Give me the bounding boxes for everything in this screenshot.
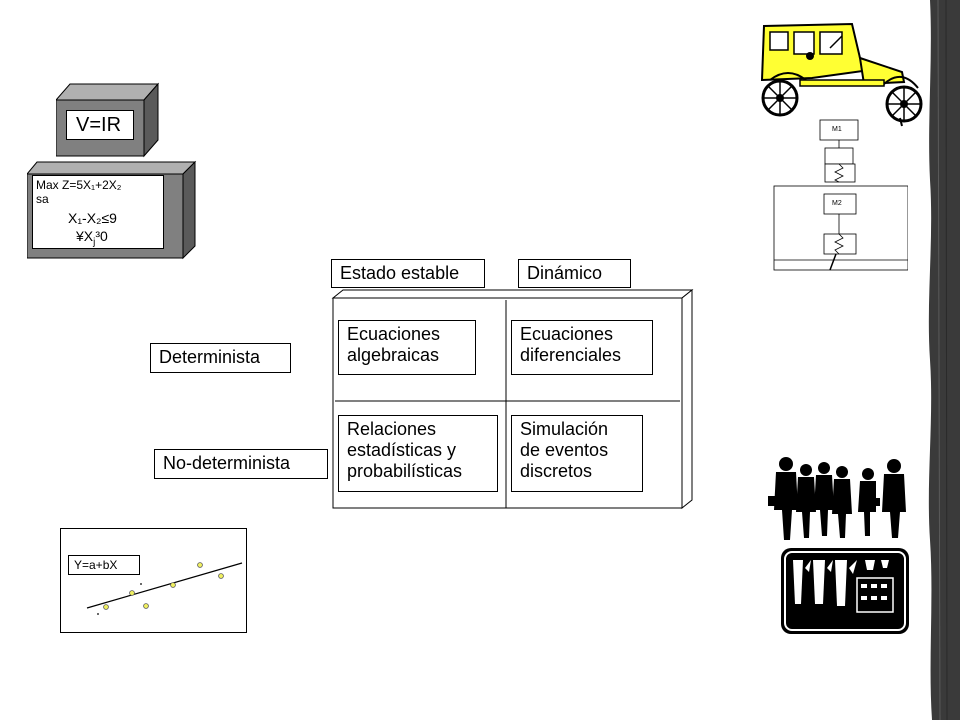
cell-statistical-line3: probabilísticas	[347, 461, 463, 481]
cell-discrete-event-simulation: Simulación de eventos discretos	[511, 415, 643, 492]
cell-differential-line1: Ecuaciones	[520, 324, 614, 344]
cell-differential-equations: Ecuaciones diferenciales	[511, 320, 653, 375]
regression-equation: Y=a+bX	[74, 558, 118, 572]
spring-mass-m1: M1	[832, 126, 842, 133]
regression-scatter	[86, 562, 243, 615]
scatter-point	[97, 613, 99, 615]
factory-icon	[781, 548, 909, 634]
people-silhouettes-icon	[768, 457, 906, 540]
cell-statistical-line1: Relaciones	[347, 419, 437, 439]
decorative-brush-edge	[928, 0, 960, 720]
regression-line	[86, 562, 243, 609]
scatter-point	[140, 583, 142, 585]
header-steady-state: Estado estable	[331, 259, 485, 288]
cell-algebraic-equations: Ecuaciones algebraicas	[338, 320, 476, 375]
scatter-point	[143, 603, 149, 609]
lp-nonneg-suffix: ³0	[95, 228, 108, 244]
row-deterministic: Determinista	[150, 343, 291, 373]
car-wheel-rear	[761, 79, 799, 117]
scatter-point	[218, 573, 224, 579]
cell-differential-line2: diferenciales	[520, 345, 622, 365]
car-wheel-front	[885, 85, 923, 123]
cell-algebraic-line1: Ecuaciones	[347, 324, 441, 344]
cell-algebraic-line2: algebraicas	[347, 345, 440, 365]
ohms-law-label-box	[66, 110, 134, 140]
scatter-point	[197, 562, 203, 568]
lp-constraint: X₁-X₂≤9	[68, 210, 117, 226]
header-dynamic: Dinámico	[518, 259, 631, 288]
ohms-law-formula: V=IR	[76, 114, 122, 136]
cell-simulation-line3: discretos	[520, 461, 593, 481]
lp-model-box	[32, 175, 164, 249]
regression-panel	[60, 528, 247, 633]
cell-simulation-line1: Simulación	[520, 419, 609, 439]
lp-subject-to: sa	[36, 192, 49, 206]
lp-objective: Max Z=5X₁+2X₂	[36, 178, 122, 192]
scatter-point	[129, 590, 135, 596]
spring-mass-diagram	[773, 119, 908, 271]
scatter-point	[170, 582, 176, 588]
lp-nonneg-prefix: ¥X	[76, 228, 94, 244]
regression-equation-box	[68, 555, 140, 575]
scatter-point	[103, 604, 109, 610]
cell-statistical-relations: Relaciones estadísticas y probabilística…	[338, 415, 498, 492]
lp-nonnegativity: ¥Xj³0	[76, 228, 108, 247]
cell-simulation-line2: de eventos	[520, 440, 609, 460]
lp-nonneg-index: j	[93, 236, 96, 248]
cell-statistical-line2: estadísticas y	[347, 440, 457, 460]
row-nondeterministic: No-determinista	[154, 449, 328, 479]
car-illustration	[760, 22, 923, 127]
spring-mass-m2: M2	[832, 200, 842, 207]
